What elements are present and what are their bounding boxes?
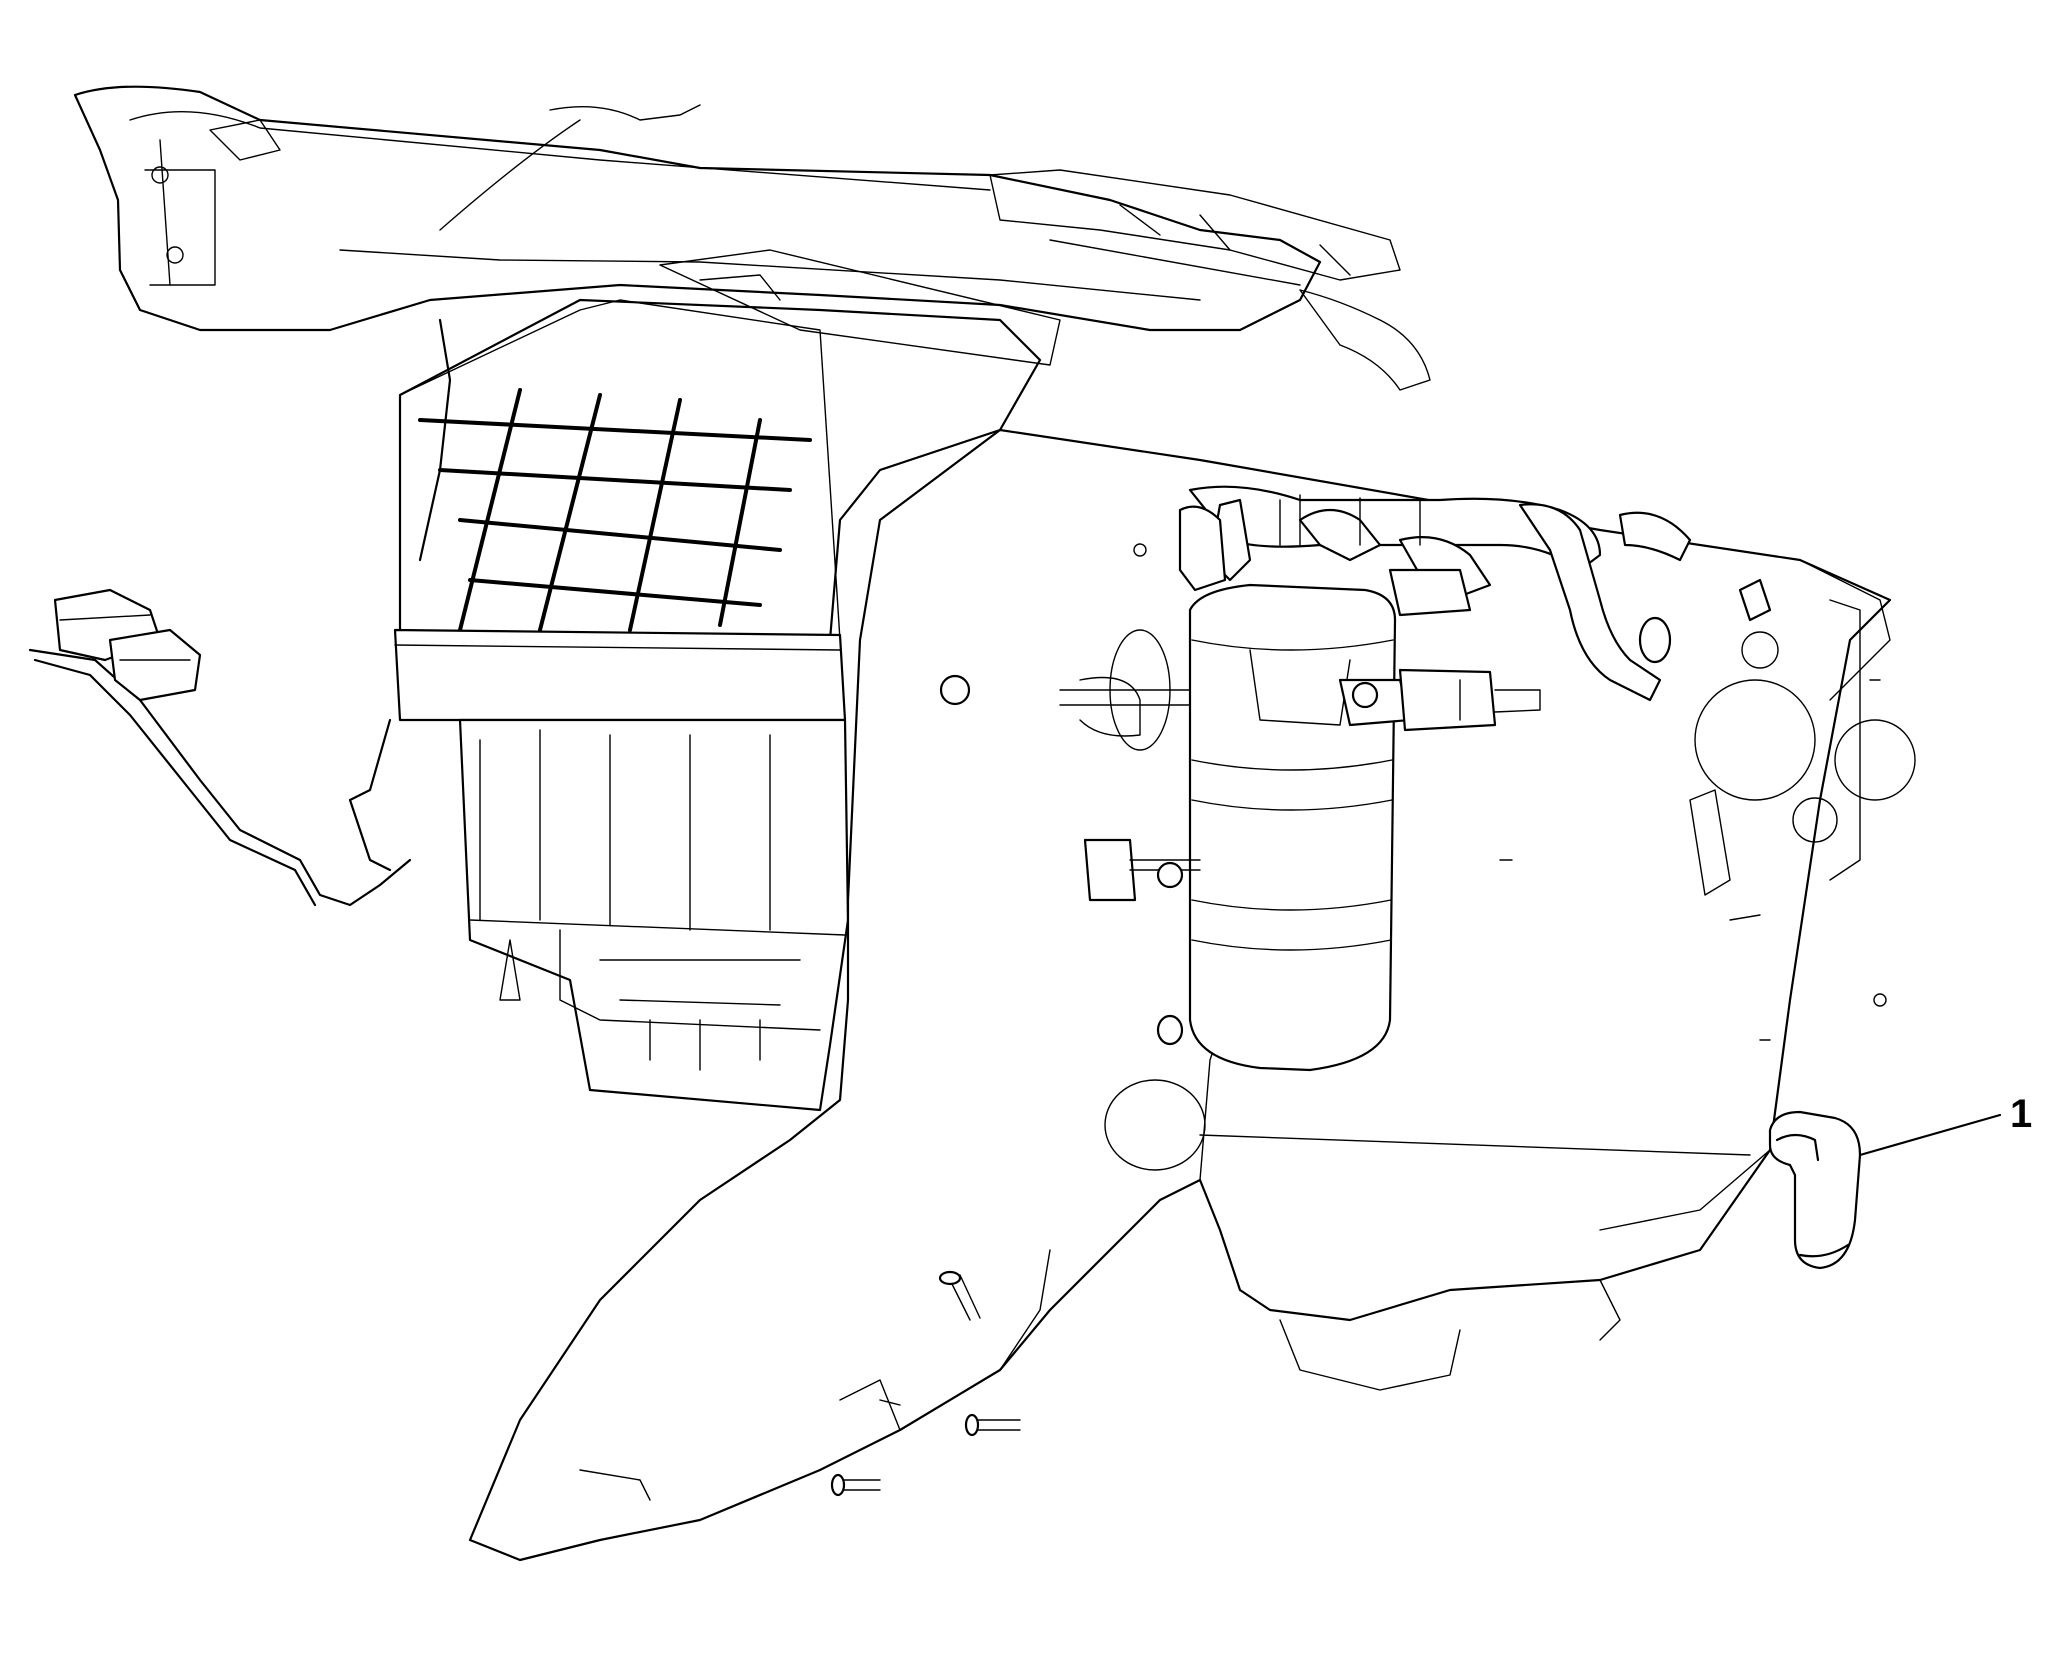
- drain-hose[interactable]: [1768, 1110, 1862, 1270]
- mounting-studs: [830, 543, 1887, 1497]
- drain-hose-assembly: 1: [1104, 1079, 2032, 1270]
- accumulator-dryer: [1059, 583, 1541, 1072]
- upper-duct-assembly: [73, 85, 1431, 391]
- drain-hole: [1104, 1079, 1206, 1171]
- wiring-harness: [28, 318, 452, 907]
- blower-motor-housing: [458, 718, 850, 1112]
- callout-leader-line: [1858, 1113, 2002, 1157]
- refrigerant-lines: [1178, 485, 1772, 702]
- air-inlet-filter-housing: [393, 249, 1061, 722]
- callout-label-1: 1: [2010, 1092, 2032, 1136]
- lower-dash-panel: [468, 428, 1916, 1562]
